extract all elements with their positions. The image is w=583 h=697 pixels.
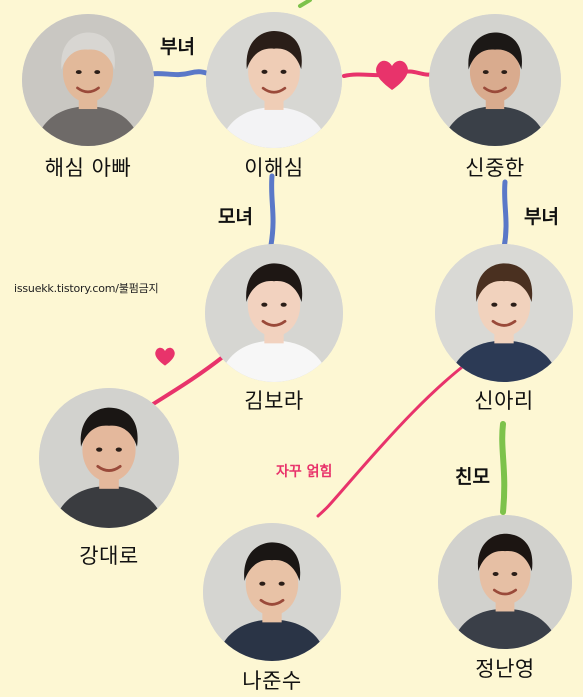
- heart-icon: [155, 347, 175, 366]
- avatar: [206, 12, 342, 148]
- avatar: [39, 388, 179, 528]
- person-name: 나준수: [242, 669, 302, 693]
- person-name: 강대로: [79, 544, 139, 568]
- heart-icon: [376, 60, 408, 90]
- avatar: [203, 523, 341, 661]
- watermark: issuekk.tistory.com/불펌금지: [14, 282, 159, 295]
- person-name: 신중한: [465, 156, 525, 180]
- relation-tangled: 자꾸 얽힘: [276, 464, 333, 480]
- avatar: [438, 515, 572, 649]
- relation-father-daughter-top: 부녀: [160, 36, 195, 58]
- link-birth-mother: [499, 421, 508, 515]
- person-name: 정난영: [475, 657, 535, 681]
- person-name: 김보라: [244, 389, 304, 413]
- link-father-daughter-right: [501, 179, 509, 251]
- avatar: [22, 14, 154, 146]
- link-mother-daughter: [268, 173, 276, 248]
- link-tangled: [316, 362, 468, 518]
- person-name: 이해심: [244, 156, 304, 180]
- person-name: 해심 아빠: [44, 156, 132, 180]
- relation-father-daughter-right: 부녀: [524, 206, 559, 228]
- person-name: 신아리: [474, 389, 534, 413]
- avatar: [435, 244, 573, 382]
- avatar: [429, 14, 561, 146]
- link-love-left: [148, 354, 226, 408]
- link-top-fragment: [298, 0, 312, 8]
- avatar: [205, 244, 343, 382]
- relation-birth-mother: 친모: [455, 466, 490, 488]
- relation-mother-daughter: 모녀: [218, 206, 253, 228]
